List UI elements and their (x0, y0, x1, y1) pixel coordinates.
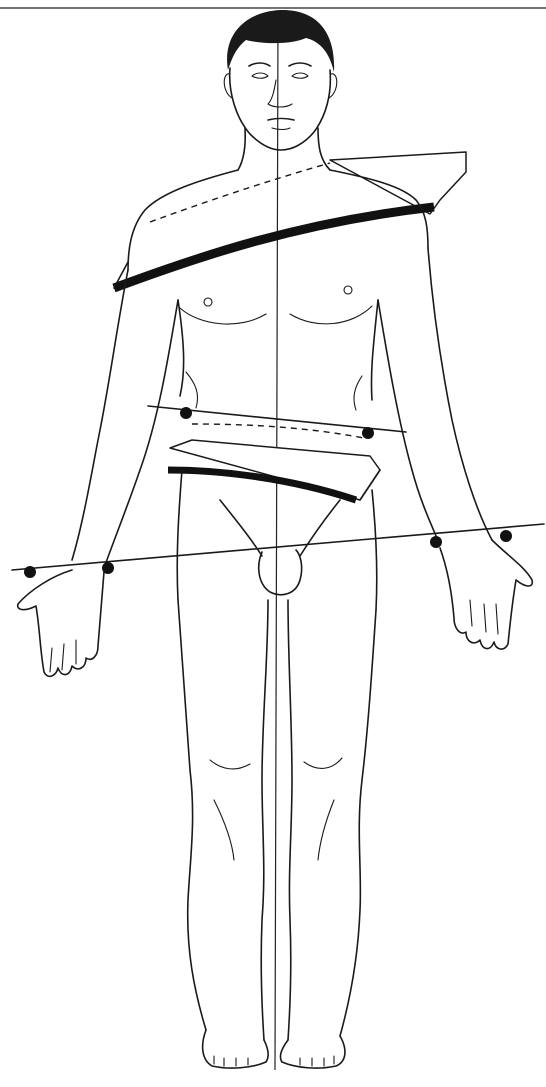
right-hand-outline (440, 540, 532, 649)
right-flank (354, 376, 362, 410)
left-hand (18, 570, 104, 676)
right-brow (289, 63, 311, 66)
left-brow (249, 63, 270, 66)
neck-left (238, 128, 245, 170)
right-arm-inner (378, 300, 440, 545)
wrist-point-3 (430, 536, 442, 548)
left-hip (177, 470, 182, 600)
left-toes (214, 1056, 248, 1066)
left-leg-inner (261, 600, 268, 1040)
right-hand (440, 540, 532, 649)
left-flank (186, 372, 198, 408)
left-iliac-point (180, 407, 192, 419)
left-eye (252, 73, 268, 78)
right-foot (280, 1036, 345, 1068)
left-nipple (204, 298, 212, 306)
wrist-point-2 (102, 562, 114, 574)
lower-lip (272, 128, 290, 130)
torso-left-side (178, 300, 184, 396)
left-knee (210, 760, 250, 769)
vertical-midline (275, 18, 278, 1070)
shoulder-plane-marker (114, 152, 466, 288)
right-leg-inner (288, 600, 292, 1040)
wrist-level-line (12, 524, 544, 578)
genital-outline (259, 550, 302, 595)
right-leg-outer (340, 610, 376, 1036)
shoulder-plane-slab (330, 152, 466, 214)
left-shin-detail (214, 800, 234, 860)
left-groin (220, 500, 262, 556)
head (224, 10, 337, 150)
right-groin (300, 500, 340, 556)
left-arm-outer (72, 270, 128, 560)
right-nipple (344, 286, 352, 294)
left-foot (203, 1030, 269, 1068)
right-hand-fingers (470, 600, 498, 634)
wrist-line (12, 524, 544, 570)
torso-right-side (371, 300, 378, 400)
left-pectoral (180, 308, 266, 324)
right-shin-detail (318, 800, 334, 860)
mouth (268, 119, 294, 121)
pelvis-plane-back-edge (192, 424, 364, 438)
wrist-point-4 (500, 530, 512, 542)
right-toes (300, 1056, 334, 1066)
shoulder-plane-back-edge (150, 163, 330, 222)
shoulder-plane-front-edge (114, 207, 434, 288)
hair (227, 10, 334, 72)
right-hip (372, 490, 377, 610)
nose (268, 80, 292, 107)
right-eye (292, 73, 308, 78)
right-iliac-point (362, 427, 374, 439)
left-leg-outer (178, 600, 206, 1030)
right-arm-outer (428, 248, 492, 540)
wrist-point-1 (24, 566, 36, 578)
left-hand-outline (18, 570, 104, 676)
right-knee (304, 758, 342, 768)
right-pectoral (290, 306, 372, 324)
